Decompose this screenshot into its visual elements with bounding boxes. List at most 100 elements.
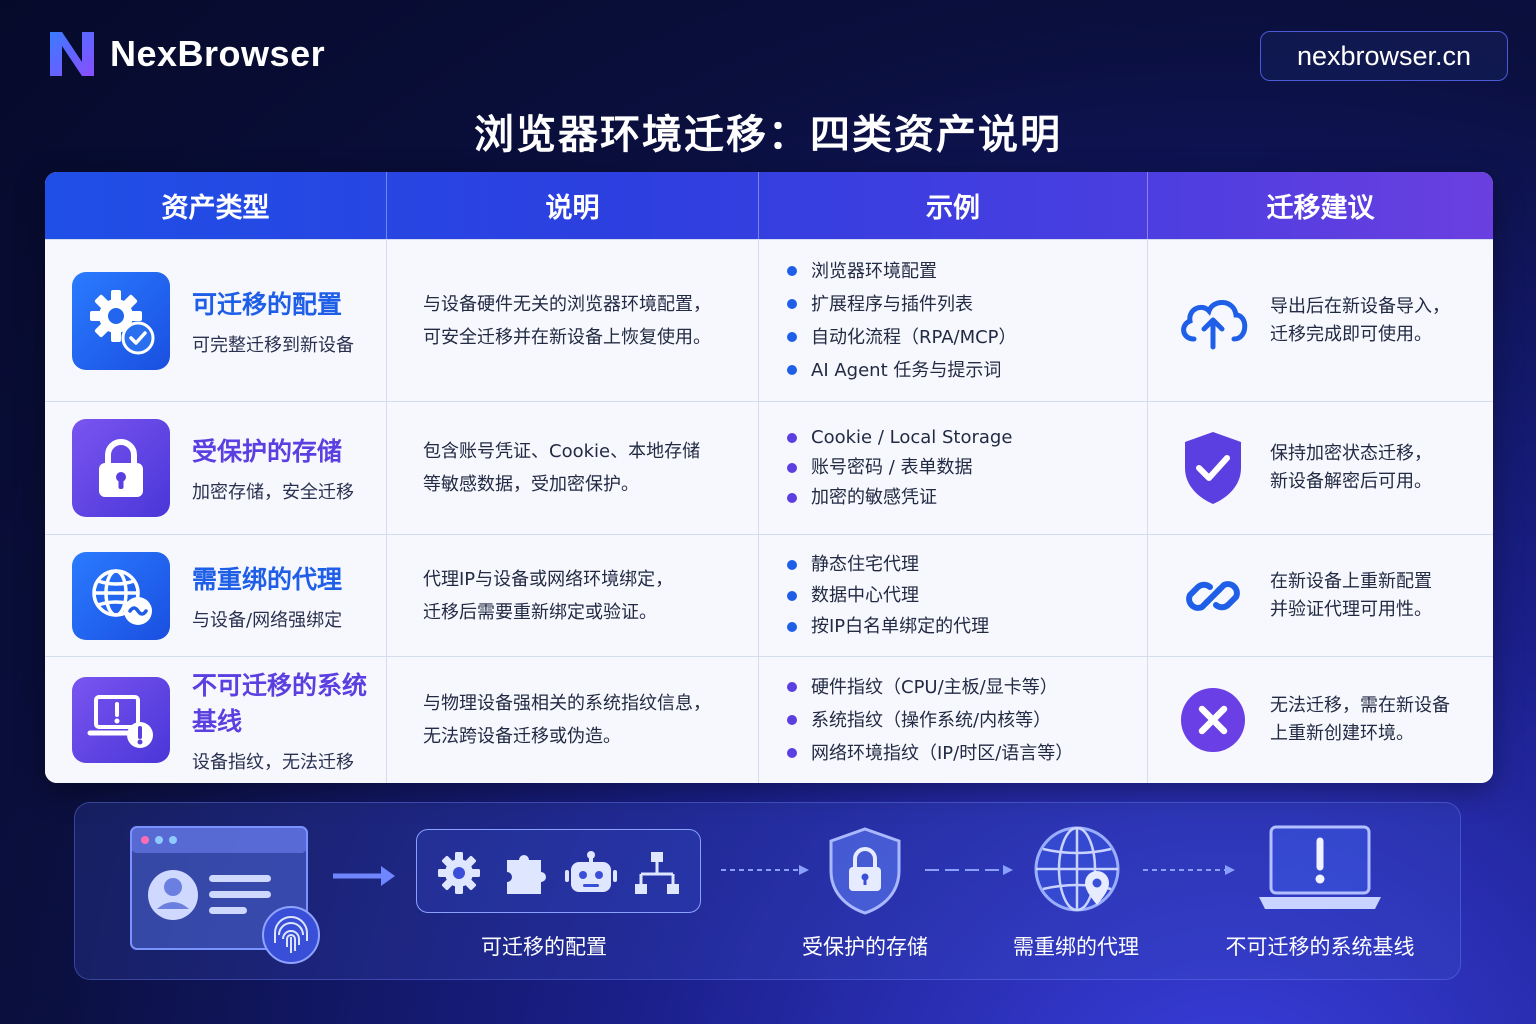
workflow-icon (635, 852, 679, 894)
bullet-icon (787, 559, 797, 570)
bullet-icon (787, 493, 797, 503)
list-item: 静态住宅代理 (787, 549, 989, 580)
list-item: 系统指纹（操作系统/内核等） (787, 704, 1073, 737)
bullet-icon (787, 748, 797, 758)
bullet-icon (787, 266, 797, 276)
arrow-right-icon (333, 866, 395, 886)
asset-type-name: 可迁移的配置 (192, 289, 343, 319)
table-row: 不可迁移的系统基线 设备指纹，无法迁移 与物理设备强相关的系统指纹信息， 无法跨… (45, 656, 1493, 783)
page-title: 浏览器环境迁移：四类资产说明 (474, 112, 1062, 158)
laptop-warning-icon (72, 677, 170, 763)
robot-icon (565, 851, 617, 892)
table-row: 需重绑的代理 与设备/网络强绑定 代理IP与设备或网络环境绑定， 迁移后需要重新… (45, 534, 1493, 656)
list-item: 按IP白名单绑定的代理 (787, 611, 989, 642)
advice-line: 保持加密状态迁移， (1270, 443, 1432, 464)
asset-type-cell: 受保护的存储 加密存储，安全迁移 (45, 402, 387, 534)
bullet-icon (787, 433, 797, 443)
description-line: 包含账号凭证、Cookie、本地存储 (423, 441, 701, 462)
bullet-icon (787, 299, 797, 309)
asset-type-name: 受保护的存储 (192, 437, 343, 466)
examples-cell: 静态住宅代理 数据中心代理 按IP白名单绑定的代理 (759, 535, 1148, 656)
description-line: 与物理设备强相关的系统指纹信息， (423, 693, 711, 714)
list-item: 自动化流程（RPA/MCP） (787, 321, 1017, 354)
globe-pin-icon (1034, 826, 1120, 912)
advice-cell: 导出后在新设备导入， 迁移完成即可使用。 (1148, 240, 1493, 401)
dashed-arrow-icon (925, 865, 1013, 875)
x-circle-icon (1176, 683, 1250, 757)
bullet-icon (787, 682, 797, 692)
description-line: 与设备硬件无关的浏览器环境配置， (423, 293, 711, 315)
advice-line: 导出后在新设备导入， (1270, 295, 1450, 317)
laptop-alert-icon (1259, 825, 1381, 909)
lock-icon (72, 419, 170, 517)
brand: NexBrowser (46, 28, 325, 80)
bullet-icon (787, 621, 797, 632)
browser-profile-icon (130, 826, 320, 964)
list-item: 网络环境指纹（IP/时区/语言等） (787, 737, 1073, 770)
description-cell: 代理IP与设备或网络环境绑定， 迁移后需要重新绑定或验证。 (387, 535, 759, 656)
globe-relink-icon (72, 551, 170, 640)
advice-line: 上重新创建环境。 (1270, 723, 1414, 744)
description-cell: 与设备硬件无关的浏览器环境配置， 可安全迁移并在新设备上恢复使用。 (387, 240, 759, 401)
flow-label: 可迁移的配置 (481, 935, 607, 959)
brand-name: NexBrowser (110, 33, 326, 74)
asset-type-sub: 可完整迁移到新设备 (192, 334, 354, 356)
advice-cell: 无法迁移，需在新设备 上重新创建环境。 (1148, 657, 1493, 783)
dashed-arrow-icon (1143, 865, 1235, 875)
list-item: AI Agent 任务与提示词 (787, 354, 1017, 387)
list-item: 加密的敏感凭证 (787, 483, 1012, 513)
list-item: 数据中心代理 (787, 580, 989, 611)
asset-type-cell: 需重绑的代理 与设备/网络强绑定 (45, 535, 387, 656)
advice-line: 在新设备上重新配置 (1270, 570, 1432, 592)
advice-line: 无法迁移，需在新设备 (1270, 695, 1450, 716)
header-asset-type: 资产类型 (45, 172, 387, 239)
asset-type-cell: 不可迁移的系统基线 设备指纹，无法迁移 (45, 657, 387, 783)
gear-check-icon (72, 271, 170, 370)
description-line: 迁移后需要重新绑定或验证。 (423, 601, 657, 623)
bullet-icon (787, 715, 797, 725)
flow-label: 需重绑的代理 (1013, 935, 1139, 959)
flow-label: 受保护的存储 (802, 935, 928, 959)
advice-line: 迁移完成即可使用。 (1270, 323, 1432, 345)
advice-line: 新设备解密后可用。 (1270, 471, 1432, 492)
site-link[interactable]: nexbrowser.cn (1260, 31, 1508, 81)
asset-table: 资产类型 说明 示例 迁移建议 (45, 172, 1493, 783)
table-row: 受保护的存储 加密存储，安全迁移 包含账号凭证、Cookie、本地存储 等敏感数… (45, 401, 1493, 534)
list-item: 硬件指纹（CPU/主板/显卡等） (787, 671, 1073, 704)
asset-type-sub: 与设备/网络强绑定 (192, 609, 343, 631)
description-cell: 包含账号凭证、Cookie、本地存储 等敏感数据，受加密保护。 (387, 402, 759, 534)
bullet-icon (787, 590, 797, 601)
shield-lock-icon (829, 827, 901, 915)
advice-cell: 保持加密状态迁移， 新设备解密后可用。 (1148, 402, 1493, 534)
asset-type-sub: 设备指纹，无法迁移 (192, 752, 354, 773)
description-line: 可安全迁移并在新设备上恢复使用。 (423, 326, 711, 348)
description-line: 代理IP与设备或网络环境绑定， (423, 568, 674, 590)
shield-check-icon (1176, 431, 1250, 505)
description-cell: 与物理设备强相关的系统指纹信息， 无法跨设备迁移或伪造。 (387, 657, 759, 783)
cloud-upload-icon (1176, 284, 1250, 358)
puzzle-icon (507, 855, 546, 894)
bullet-icon (787, 332, 797, 342)
examples-cell: Cookie / Local Storage 账号密码 / 表单数据 加密的敏感… (759, 402, 1148, 534)
description-line: 等敏感数据，受加密保护。 (423, 474, 639, 495)
advice-line: 并验证代理可用性。 (1270, 598, 1432, 620)
examples-cell: 硬件指纹（CPU/主板/显卡等） 系统指纹（操作系统/内核等） 网络环境指纹（I… (759, 657, 1148, 783)
list-item: 扩展程序与插件列表 (787, 288, 1017, 321)
gear-icon (438, 852, 480, 894)
bullet-icon (787, 365, 797, 375)
link-icon (1176, 559, 1250, 633)
asset-type-cell: 可迁移的配置 可完整迁移到新设备 (45, 240, 387, 401)
advice-cell: 在新设备上重新配置 并验证代理可用性。 (1148, 535, 1493, 656)
migration-flow: 可迁移的配置 受保护的存储 需重绑的代理 不可迁移的系统基线 (74, 802, 1461, 980)
bullet-icon (787, 463, 797, 473)
flow-label: 不可迁移的系统基线 (1225, 935, 1415, 959)
header-examples: 示例 (759, 172, 1148, 239)
header-advice: 迁移建议 (1266, 193, 1375, 224)
asset-type-name: 需重绑的代理 (192, 564, 343, 594)
table-header: 资产类型 说明 示例 迁移建议 (45, 172, 1493, 239)
asset-type-name: 不可迁移的系统基线 (192, 671, 368, 736)
list-item: 账号密码 / 表单数据 (787, 453, 1012, 483)
list-item: Cookie / Local Storage (787, 423, 1012, 453)
nexbrowser-logo-icon (50, 32, 94, 76)
config-box (416, 829, 701, 913)
